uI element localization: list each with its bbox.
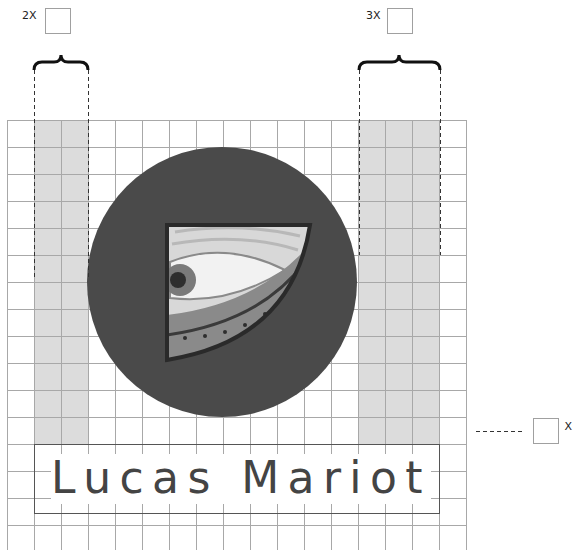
unit-square: [388, 9, 413, 34]
logo-circle: [87, 147, 357, 417]
grid: [7, 120, 467, 550]
unit-label: X: [564, 421, 572, 432]
curly-bracket: [359, 55, 440, 70]
curly-bracket: [34, 55, 88, 70]
emblem-outline: [167, 225, 310, 360]
unit-square: [46, 9, 71, 34]
wordmark: Lucas Mariot: [51, 454, 431, 504]
eye-emblem: [160, 220, 320, 370]
unit-label: 2X: [22, 10, 37, 21]
guide-line: [35, 70, 526, 432]
wordmark-box: [35, 445, 440, 514]
unit-label: 3X: [366, 10, 381, 21]
unit-square: [534, 419, 559, 444]
